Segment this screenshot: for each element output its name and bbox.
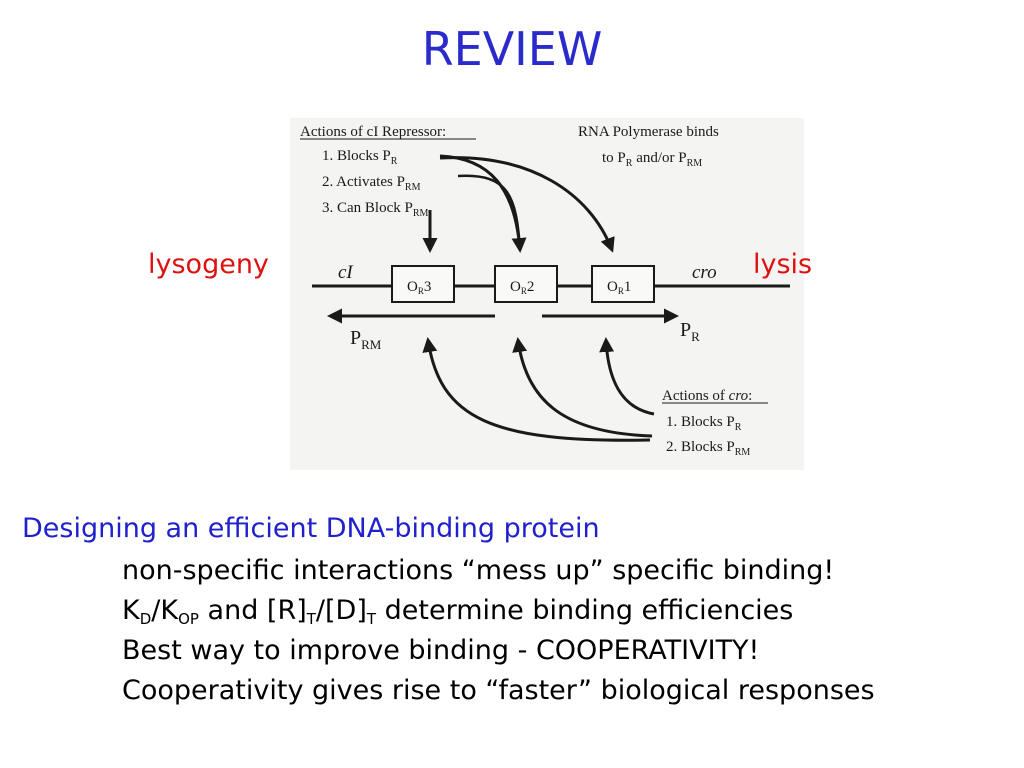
lambda-switch-diagram: Actions of cI Repressor: 1. Blocks PR 2.…	[290, 118, 804, 470]
rnap-line-1: RNA Polymerase binds	[578, 124, 719, 140]
bullet-4: Cooperativity gives rise to “faster” bio…	[122, 675, 875, 706]
promoter-prm-label: PRM	[350, 327, 382, 352]
bullet-3: Best way to improve binding - COOPERATIV…	[122, 635, 760, 666]
ci-repressor-heading: Actions of cI Repressor:	[300, 124, 446, 140]
ci-action-2: 2. Activates PRM	[322, 174, 421, 193]
cro-action-1: 1. Blocks PR	[666, 414, 742, 433]
rnap-line-2: to PR and/or PRM	[602, 150, 702, 169]
ci-action-1: 1. Blocks PR	[322, 148, 398, 167]
section-heading: Designing an efficient DNA-binding prote…	[22, 513, 600, 544]
lysogeny-label: lysogeny	[148, 249, 269, 280]
promoter-pr-label: PR	[680, 319, 700, 344]
cro-action-2: 2. Blocks PRM	[666, 439, 750, 458]
cro-actions-heading: Actions of cro:	[662, 388, 752, 404]
operator-or3: OR3	[407, 279, 431, 296]
operator-or2: OR2	[510, 279, 534, 296]
operator-or1: OR1	[607, 279, 631, 296]
gene-ci-label: cI	[338, 262, 354, 283]
bullet-2: KD/KOP and [R]T/[D]T determine binding e…	[122, 595, 794, 628]
slide-title: REVIEW	[421, 22, 603, 76]
bullet-1: non-specific interactions “mess up” spec…	[122, 555, 835, 586]
ci-action-3: 3. Can Block PRM	[322, 200, 429, 219]
lysis-label: lysis	[753, 249, 813, 280]
gene-cro-label: cro	[692, 262, 717, 283]
